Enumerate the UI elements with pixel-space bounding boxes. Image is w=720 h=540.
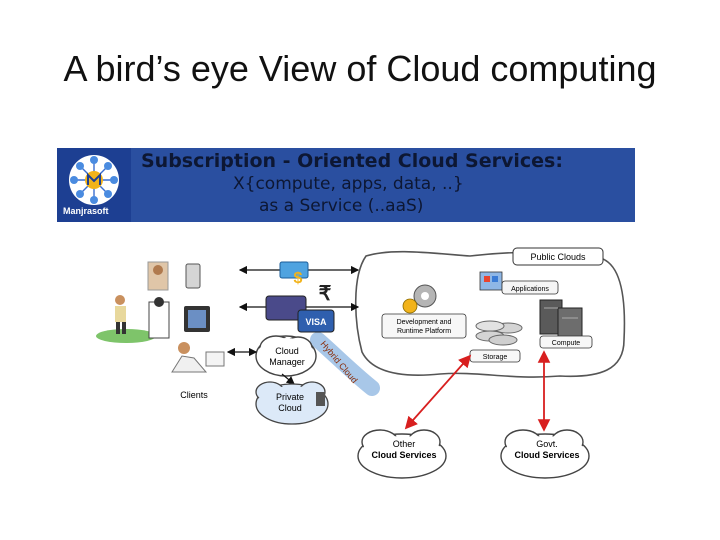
private-cloud [255, 381, 329, 425]
gear-icon [402, 284, 437, 314]
private-cloud-label-2: Cloud [278, 403, 302, 413]
dev-platform-label-1: Development and [397, 319, 452, 326]
public-clouds-label: Public Clouds [530, 252, 586, 262]
public-clouds-label-box [512, 247, 604, 266]
visa-label: VISA [305, 317, 327, 327]
storage-label: Storage [483, 354, 508, 361]
payment-cards-icon: VISA [265, 295, 335, 333]
govt-services-label-2: Cloud Services [514, 450, 579, 460]
cloud-manager-label-1: Cloud [275, 346, 299, 356]
compute-label: Compute [552, 340, 581, 347]
hybrid-cloud-band [310, 332, 380, 396]
cloud-manager-label-2: Manager [269, 357, 305, 367]
private-cloud-label-1: Private [276, 392, 304, 402]
clients-label: Clients [180, 390, 208, 400]
svg-text:$: $ [294, 270, 303, 287]
dollar-cash-icon: $ [279, 261, 309, 287]
storage-to-other-link [404, 354, 472, 430]
private-server-icon [316, 392, 325, 406]
other-cloud-services-cloud [357, 429, 447, 479]
govt-cloud-services-cloud [500, 429, 590, 479]
applications-label: Applications [511, 286, 549, 293]
banner-line-3: as a Service (..aaS) [259, 196, 424, 216]
logo-text: Manjrasoft [63, 206, 109, 216]
dev-platform-label-2: Runtime Platform [397, 328, 451, 335]
clients-illustration [96, 261, 225, 373]
cloud-manager-cloud [255, 335, 317, 377]
other-services-label-2: Cloud Services [371, 450, 436, 460]
server-icon [539, 299, 583, 339]
storage-disks-icon [475, 320, 523, 346]
rupee-icon: ₹ [319, 283, 332, 305]
manjrasoft-logo: Manjrasoft [57, 148, 131, 222]
other-services-label-1: Other [393, 439, 416, 449]
applications-icon [479, 271, 503, 291]
banner-line-2: X{compute, apps, data, ..} [233, 174, 464, 194]
govt-services-label-1: Govt. [536, 439, 558, 449]
subscription-banner: Manjrasoft Subscription - Oriented Cloud… [57, 148, 635, 222]
banner-line-1: Subscription - Oriented Cloud Services: [141, 150, 563, 172]
slide-title: A bird’s eye View of Cloud computing [63, 48, 657, 89]
logo-network-icon [69, 155, 119, 205]
